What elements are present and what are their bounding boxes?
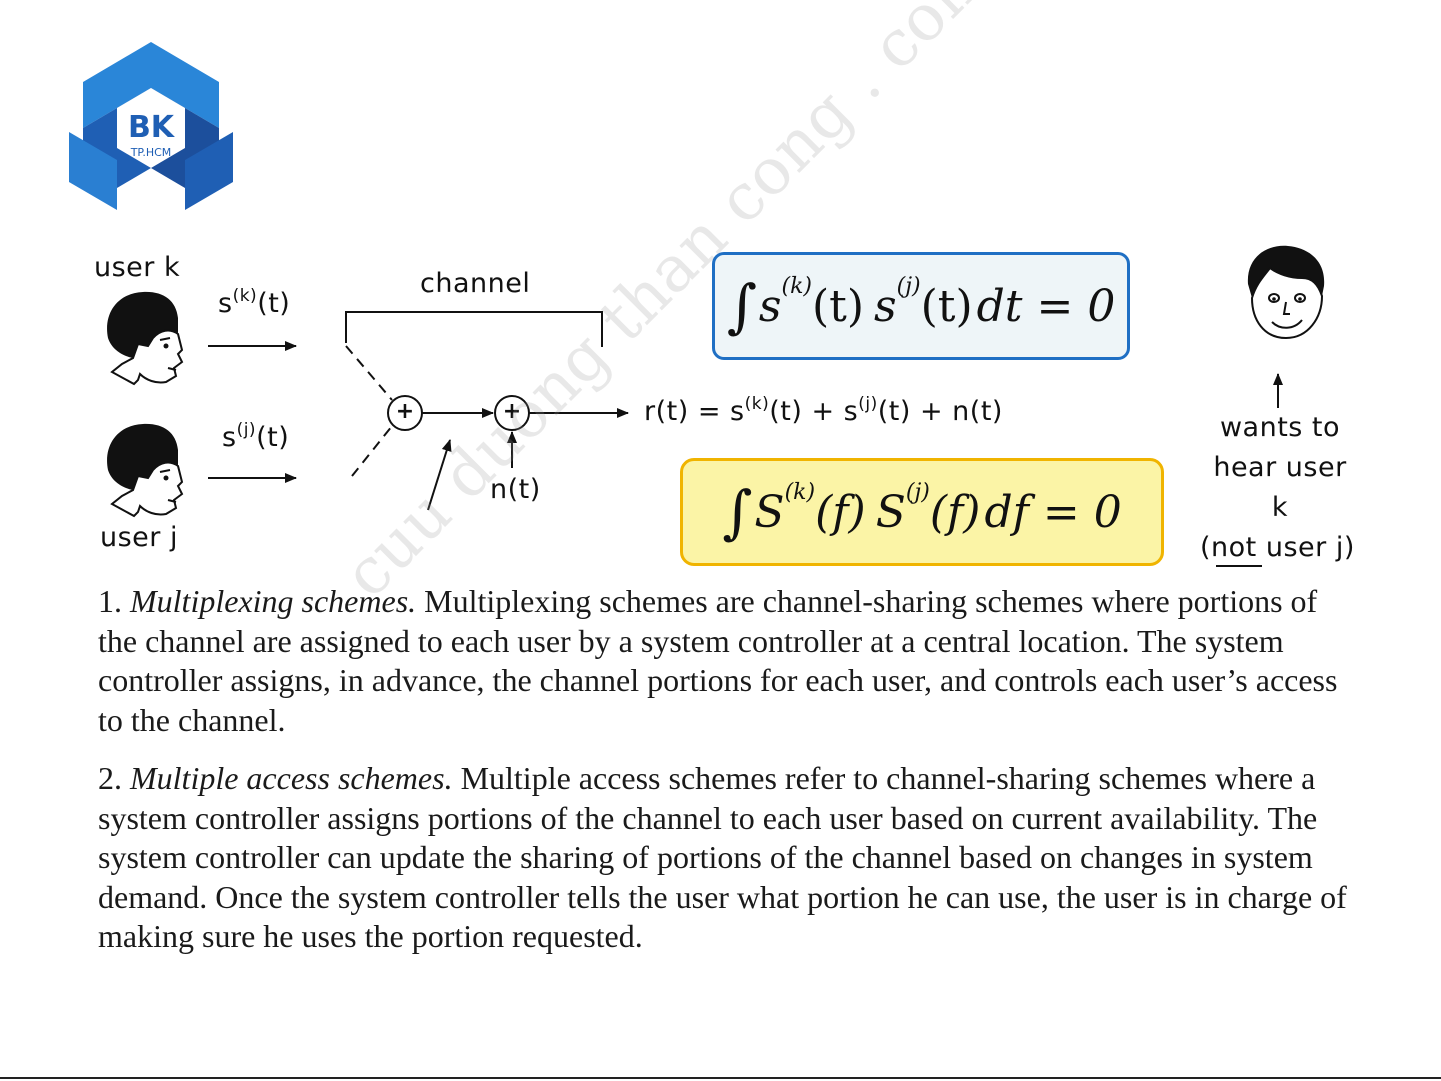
formula-time-t1: (t): [812, 280, 865, 332]
signal-k-base: s: [218, 288, 233, 319]
paragraph2-body: Multiple access schemes refer to channel…: [98, 760, 1347, 954]
label-signal-k: s(k)(t): [218, 286, 291, 319]
label-user-k: user k: [94, 252, 181, 283]
face-listener-icon: [1247, 245, 1325, 340]
listener-open: (: [1200, 532, 1212, 563]
listener-not: not: [1211, 532, 1257, 563]
formula-freq-f2: (f): [929, 486, 981, 538]
received-j-sup: (j): [858, 394, 878, 414]
channel-bracket: [345, 311, 603, 347]
formula-freq-j: (j): [905, 479, 930, 505]
paragraph1-body: Multiplexing schemes are channel-sharing…: [98, 583, 1338, 738]
listener-close: user j): [1256, 532, 1355, 563]
paragraph2-number: 2.: [98, 760, 130, 796]
bk-logo-shape: [69, 42, 233, 210]
received-lhs: r(t) = s: [644, 396, 745, 427]
label-channel: channel: [420, 268, 531, 299]
signal-k-sup: (k): [232, 286, 258, 306]
integral-sign: ∫: [726, 272, 757, 340]
dashed-input-k: [345, 345, 393, 401]
formula-time-s2: s: [874, 280, 897, 332]
bk-logo: BK TP.HCM: [65, 40, 237, 212]
listener-line-1: wants to: [1219, 412, 1341, 443]
label-noise: n(t): [490, 474, 541, 505]
formula-time-t2: (t): [920, 280, 973, 332]
label-signal-j: s(j)(t): [222, 420, 290, 453]
signal-j-arg: (t): [256, 422, 290, 453]
paragraph-multiplexing: 1. Multiplexing schemes. Multiplexing sc…: [98, 582, 1348, 740]
label-received-signal: r(t) = s(k)(t) + s(j)(t) + n(t): [644, 394, 1003, 427]
formula-freq-f1: (f): [815, 486, 866, 538]
received-tail: (t) + n(t): [877, 396, 1003, 427]
formula-time-s1: s: [758, 280, 782, 332]
formula-time-domain: ∫ s(k) (t) s(j) (t) dt = 0: [712, 252, 1130, 360]
face-user-j-icon: [107, 423, 184, 518]
adder-2-symbol: +: [502, 399, 522, 424]
formula-time-tail: dt = 0: [976, 280, 1116, 332]
received-mid: (t) + s: [769, 396, 859, 427]
formula-time-k: (k): [781, 273, 813, 299]
label-user-j: user j: [100, 522, 178, 553]
signal-j-base: s: [222, 422, 237, 453]
paragraph2-term: Multiple access schemes.: [130, 760, 453, 796]
signal-j-sup: (j): [236, 420, 257, 440]
formula-time-j: (j): [896, 273, 921, 299]
paragraph1-number: 1.: [98, 583, 130, 619]
paragraph1-term: Multiplexing schemes.: [130, 583, 417, 619]
dashed-input-j: [351, 425, 393, 477]
received-k-sup: (k): [744, 394, 770, 414]
face-user-k-icon: [107, 291, 184, 386]
listener-line-3: k: [1271, 492, 1289, 523]
formula-frequency-domain: ∫ S(k) (f) S(j) (f) df = 0: [680, 458, 1164, 566]
listener-line-4: (not user j): [1200, 532, 1355, 563]
bottom-rule: [0, 1077, 1441, 1079]
formula-freq-k: (k): [784, 479, 816, 505]
signal-k-arg: (t): [257, 288, 291, 319]
adder-1-symbol: +: [395, 399, 415, 424]
formula-freq-S2: S: [875, 486, 906, 538]
logo-subtitle: TP.HCM: [130, 146, 172, 159]
logo-title: BK: [127, 110, 175, 145]
listener-line-2: hear user: [1213, 452, 1347, 483]
formula-freq-tail: df = 0: [984, 486, 1122, 538]
integral-sign: ∫: [722, 478, 753, 546]
paragraph-multiple-access: 2. Multiple access schemes. Multiple acc…: [98, 759, 1348, 957]
arrow-diagonal: [427, 439, 452, 511]
formula-freq-S1: S: [754, 486, 785, 538]
